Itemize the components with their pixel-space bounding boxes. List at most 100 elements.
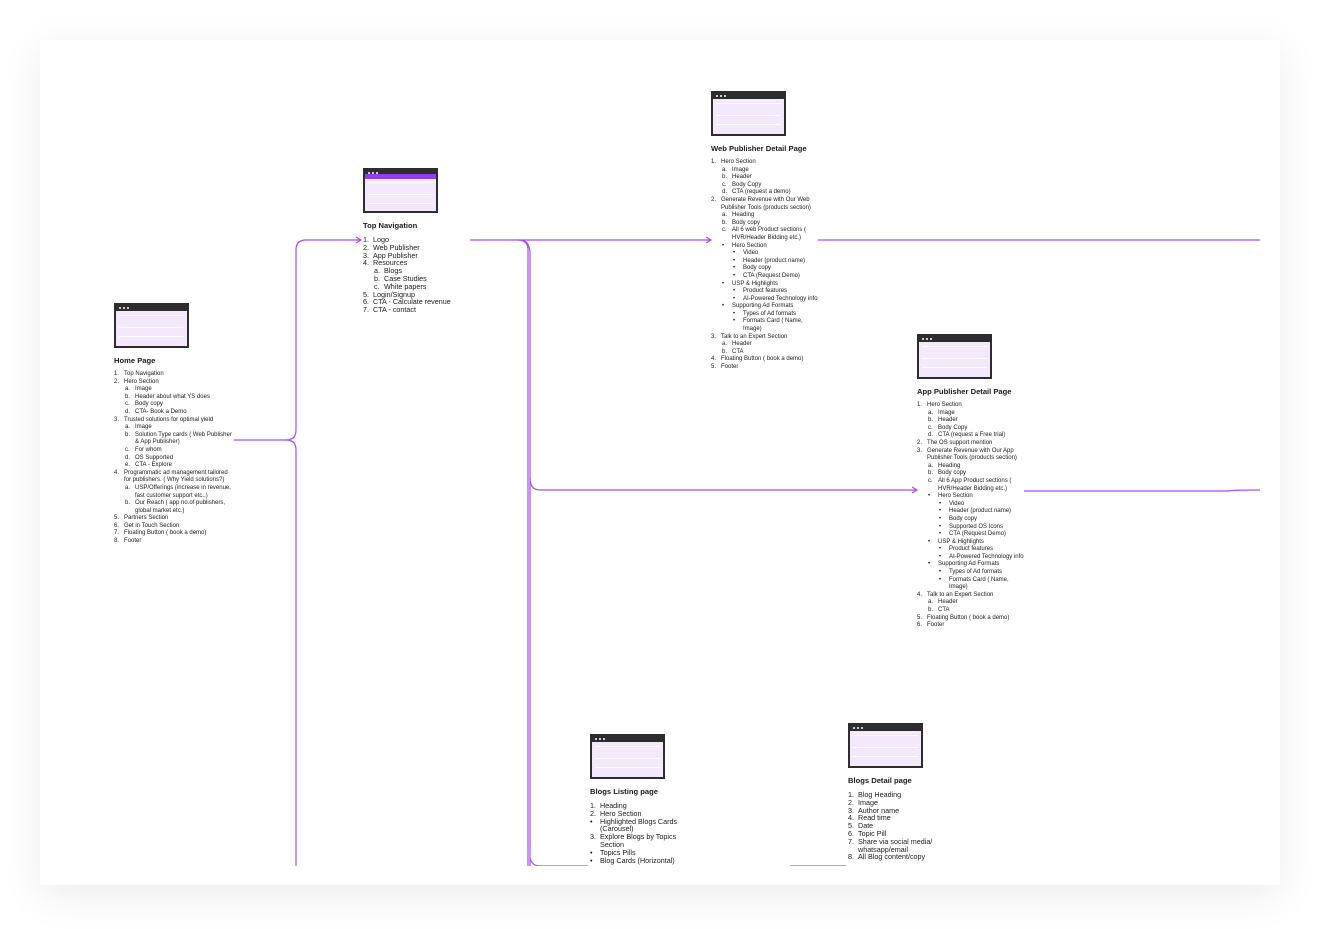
list-marker: 1. [848,790,854,799]
list-item: 2.Generate Revenue with Our Web Publishe… [711,197,821,212]
list-marker: • [939,500,942,507]
list-marker: 3. [590,832,596,842]
connector-topnav-trunk [517,239,529,866]
list-item: 7.Floating Button ( book a demo) [114,530,234,538]
list-item-text: Resources [373,258,408,268]
sub-list: •Video•Header (product name)•Body copy•S… [928,501,1027,539]
list-item: •Formats Card ( Name, Image) [939,577,1027,592]
list-item-text: Date [858,821,874,831]
browser-window-icon [363,168,438,213]
list-marker: 8. [114,538,120,545]
list-item: •Body copy [733,265,821,273]
browser-window-icon [114,303,189,348]
list-item-text: CTA [732,348,744,355]
list-item: 3.Trusted solutions for optimal yield [114,417,234,425]
list-marker: • [928,538,931,545]
list-marker: c. [722,227,727,234]
list-marker: a. [928,462,934,469]
list-item: c.White papers [374,282,483,291]
list-marker: • [928,561,931,568]
list-marker: • [733,288,736,295]
list-item: 2.Hero Section [114,379,234,387]
sub-list: •Product features•AI-Powered Technology … [722,288,821,303]
list-item-text: Author name [858,805,900,815]
list-marker: • [590,847,593,857]
node-title: Blogs Listing page [590,787,658,796]
list-marker: a. [928,409,934,416]
list-item-text: Footer [124,538,142,545]
list-marker: c. [928,477,933,484]
list-marker: • [939,508,942,515]
list-item: e.CTA - Explore [125,462,234,470]
list-item: •Body copy [939,516,1027,524]
list-item: 1.Hero Section [917,402,1027,410]
list-marker: 7. [848,836,854,846]
list-item: 1.Hero Section [711,159,821,167]
list-item-text: Get in Touch Section [124,522,180,529]
list-item: 3.Talk to an Expert Section [711,334,821,342]
list-marker: • [939,523,942,530]
list-item-text: Image [135,386,152,393]
list-item: b. Solution Type cards ( Web Publisher & … [125,432,234,447]
list-item-text: Talk to an Expert Section [721,333,788,340]
list-item-text: All 6 App Product sections ( HVR/Header … [938,477,1012,492]
node-app-publisher-detail[interactable]: App Publisher Detail Page 1.Hero Section… [917,334,1027,630]
list-item: 5.Date [848,822,958,830]
list-marker: b. [125,431,131,438]
list-item: a.Heading [722,212,821,220]
list-item-text: App Publisher [373,250,418,260]
list-item-text: Blogs [384,266,402,276]
node-web-publisher-detail[interactable]: Web Publisher Detail Page 1.Hero Section… [711,91,821,372]
list-item-text: For whom [135,446,162,453]
list-marker: • [722,242,725,249]
list-item-text: Product features [743,288,788,295]
list-item-text: Hero Section [124,378,159,385]
list-item: d.CTA (request a Free trial) [928,432,1027,440]
list-marker: 7. [363,305,369,315]
list-item: b.CTA [928,607,1027,615]
list-item-text: Hero Section [721,159,756,165]
list-item: •AI-Powered Technology info [939,554,1027,562]
list-item-text: Image [732,166,749,173]
list-item: 1.Top Navigation [114,371,234,379]
list-item-text: CTA- Book a Demo [135,408,187,415]
list-item: •Supporting Ad Formats [928,561,1027,569]
list-item-text: Logo [373,235,389,244]
list-item: 1.Heading [590,802,700,810]
list-item-text: Formats Card ( Name, Image) [743,318,803,333]
list-marker: • [939,515,942,522]
list-marker: 6. [114,522,120,529]
list-item-text: Heading [938,462,961,469]
list-item-text: Header (product name) [949,508,1012,515]
list-item-text: USP/Offerings (increase in revenue, fast… [135,484,231,499]
list-item: c.Body Copy [928,425,1027,433]
list-item: d.CTA (request a demo) [722,189,821,197]
list-item-text: Hero Section [938,493,973,500]
list-marker: • [939,531,942,538]
list-marker: • [722,303,725,310]
sub-list: •Types of Ad formats•Formats Card ( Name… [722,311,821,334]
list-item: b.Header about what YS does [125,394,234,402]
browser-window-icon [711,91,786,136]
list-item-text: Case Studies [384,273,427,283]
list-item-text: Heading [732,212,755,219]
list-item-text: Our Reach ( app no.of publishers, global… [135,500,226,514]
list-item-text: CTA [938,607,950,614]
list-marker: 5. [363,289,369,299]
list-item-text: Header (product name) [743,257,806,264]
list-item: 3.App Publisher [363,250,483,260]
list-item-text: Types of Ad formats [949,569,1003,576]
list-item-text: Solution Type cards ( Web Publisher & Ap… [135,431,232,446]
list-item-text: All 6 web Product sections ( HVR/Header … [732,227,807,241]
